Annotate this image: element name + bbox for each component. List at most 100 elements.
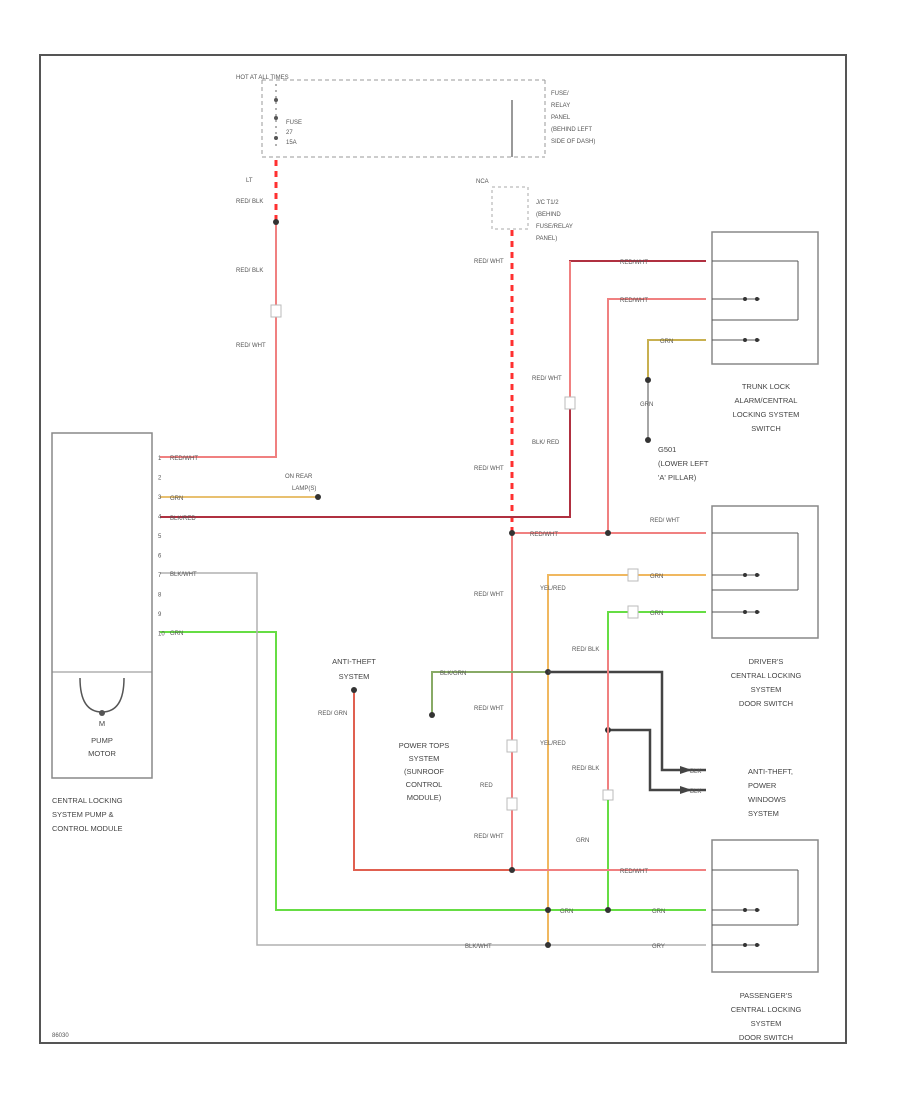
passenger-switch-line-2: CENTRAL LOCKING xyxy=(731,1005,802,1014)
relay-panel-line-1: J/C T1/2 xyxy=(536,200,559,206)
label-pass-gry: GRY xyxy=(652,944,665,950)
label-pass-blkwht: BLK/WHT xyxy=(465,944,492,950)
module-pin-2: 2 xyxy=(158,476,162,482)
label-grn-v: GRN xyxy=(640,402,653,408)
label-grn-r: GRN xyxy=(576,838,589,844)
label-pass-grn1: GRN xyxy=(560,909,573,915)
wire-yel-red xyxy=(547,574,706,945)
label-pin10: GRN xyxy=(170,631,183,637)
label-redblk-2: RED/ BLK xyxy=(236,268,263,274)
fuse-label-line-3: 15A xyxy=(286,140,297,146)
module-pin-1: 1 xyxy=(158,456,162,462)
label-pass-redwht: RED/WHT xyxy=(620,869,648,875)
label-redblk-1: RED/ BLK xyxy=(236,199,263,205)
wire-red-feed-to-pin1 xyxy=(160,222,277,458)
label-redwht-c5: RED/ WHT xyxy=(474,834,504,840)
fuse-panel-line-1: FUSE/ xyxy=(551,91,569,97)
label-pass-grn2: GRN xyxy=(652,909,665,915)
rear-lamp-line-2: LAMP(S) xyxy=(292,486,316,492)
driver-switch-line-2: CENTRAL LOCKING xyxy=(731,671,802,680)
g-label-line-2: (LOWER LEFT xyxy=(658,459,709,468)
power-tops-line-5: MODULE) xyxy=(407,793,442,802)
module-pin-9: 9 xyxy=(158,612,162,618)
wire-red-grn xyxy=(353,690,512,871)
trunk-switch-line-1: TRUNK LOCK xyxy=(742,382,790,391)
power-tops-line-4: CONTROL xyxy=(406,780,443,789)
wire-red-blk-anti-theft-1 xyxy=(548,670,706,772)
label-redwht-c3: RED/ WHT xyxy=(474,592,504,598)
passenger-switch-line-3: SYSTEM xyxy=(751,1019,782,1028)
junction-connector xyxy=(491,186,529,230)
label-yelred-1: YEL/RED xyxy=(540,586,566,592)
anti-theft-power-line-4: SYSTEM xyxy=(748,809,779,818)
label-drv-grn1: GRN xyxy=(650,574,663,580)
label-drv-top: RED/WHT xyxy=(530,532,558,538)
label-redwht-left: RED/ WHT xyxy=(236,343,266,349)
module-pin-3: 3 xyxy=(158,495,162,501)
label-redblk-r2: RED/ BLK xyxy=(572,766,599,772)
wire-red-blk-anti-theft-2 xyxy=(608,728,706,792)
footer-code: 86030 xyxy=(52,1033,69,1039)
label-redwht-c4: RED/ WHT xyxy=(474,706,504,712)
module-pin-7: 7 xyxy=(158,573,162,579)
module-name-line-2: SYSTEM PUMP & xyxy=(52,810,114,819)
trunk-lock-switch xyxy=(711,231,819,365)
label-trunk-grn: GRN xyxy=(660,339,673,345)
label-drv-grn2: GRN xyxy=(650,611,663,617)
label-blkgrn: BLK/GRN xyxy=(440,671,466,677)
pump-text-line-2: MOTOR xyxy=(88,749,116,758)
passenger-switch-line-1: PASSENGER'S xyxy=(740,991,793,1000)
module-pin-8: 8 xyxy=(158,593,162,599)
fuse-relay-panel xyxy=(261,79,546,158)
relay-label: NCA xyxy=(476,179,489,185)
label-pin4: BLK/RED xyxy=(170,516,196,522)
module-pin-5: 5 xyxy=(158,534,162,540)
label-blkred-v: BLK/ RED xyxy=(532,440,560,446)
label-red-c: RED xyxy=(480,783,493,789)
pump-motor-symbol: M xyxy=(99,719,105,728)
power-tops-line-1: POWER TOPS xyxy=(399,741,450,750)
power-tops-line-2: SYSTEM xyxy=(409,754,440,763)
trunk-switch-line-2: ALARM/CENTRAL xyxy=(735,396,798,405)
label-yelred-2: YEL/RED xyxy=(540,741,566,747)
fuse-label-line-1: FUSE xyxy=(286,120,302,126)
relay-panel-line-4: PANEL) xyxy=(536,236,557,242)
fuse-panel-line-2: RELAY xyxy=(551,103,570,109)
anti-theft-line-2: SYSTEM xyxy=(339,672,370,681)
wire-pin7-blk-wht xyxy=(160,572,706,946)
label-redblk-r1: RED/ BLK xyxy=(572,647,599,653)
wire-trunk-red-wht xyxy=(607,298,706,533)
label-trunk-mid: RED/WHT xyxy=(620,298,648,304)
label-blk-1: BLK xyxy=(690,769,701,775)
fuse-27 xyxy=(274,84,278,150)
hot-at-all-times-label: HOT AT ALL TIMES xyxy=(236,75,289,81)
fuse-label-line-2: 27 xyxy=(286,130,293,136)
g-label-line-1: G501 xyxy=(658,445,676,454)
anti-theft-line-1: ANTI-THEFT xyxy=(332,657,376,666)
label-lt: LT xyxy=(246,178,253,184)
anti-theft-power-line-1: ANTI-THEFT, xyxy=(748,767,793,776)
wire-pin10-grn xyxy=(160,631,706,911)
passenger-switch-line-4: DOOR SWITCH xyxy=(739,1033,793,1042)
fuse-panel-line-3: PANEL xyxy=(551,115,571,121)
label-redgrn: RED/ GRN xyxy=(318,711,347,717)
pump-text-line-1: PUMP xyxy=(91,736,113,745)
g-label-line-3: 'A' PILLAR) xyxy=(658,473,697,482)
label-redwht-c1: RED/ WHT xyxy=(474,259,504,265)
module-pin-10: 10 xyxy=(158,632,165,638)
diagram-frame xyxy=(39,54,847,1044)
driver-switch-line-4: DOOR SWITCH xyxy=(739,699,793,708)
label-redwht-v: RED/ WHT xyxy=(532,376,562,382)
module-name-line-1: CENTRAL LOCKING xyxy=(52,796,123,805)
fuse-panel-line-5: SIDE OF DASH) xyxy=(551,139,595,145)
driver-switch-line-1: DRIVER'S xyxy=(749,657,784,666)
anti-theft-power-line-2: POWER xyxy=(748,781,777,790)
label-pin3: GRN xyxy=(170,496,183,502)
module-pin-4: 4 xyxy=(158,515,162,521)
label-drv-redwht: RED/ WHT xyxy=(650,518,680,524)
power-tops-line-3: (SUNROOF xyxy=(404,767,444,776)
wire-blk-grn-power-tops xyxy=(431,671,548,715)
label-pin7: BLK/WHT xyxy=(170,572,197,578)
